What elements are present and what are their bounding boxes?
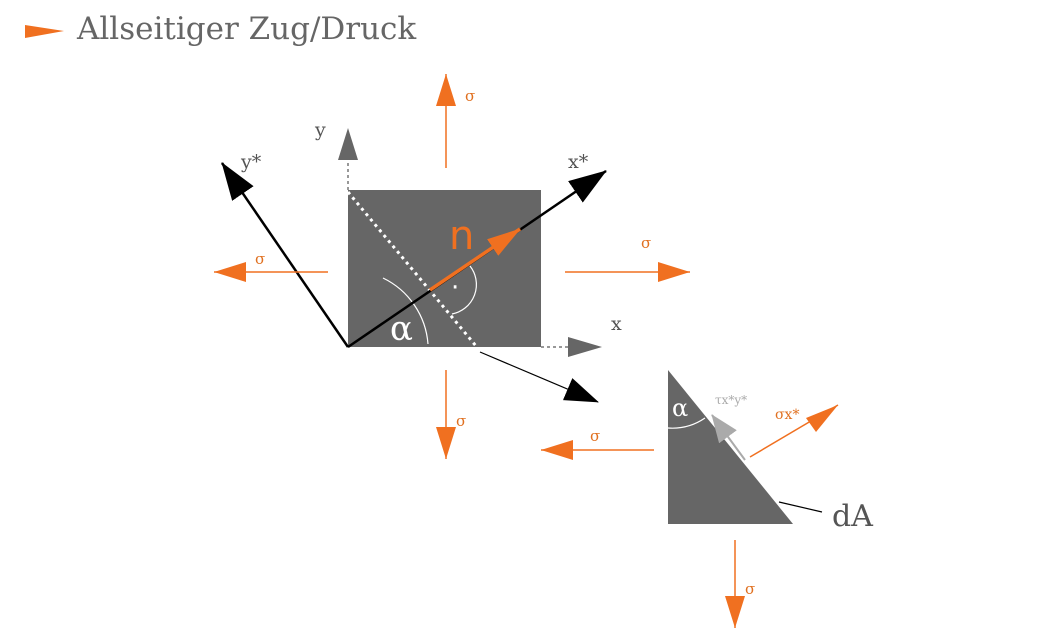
y-star-axis	[220, 162, 350, 348]
y-star-label: y*	[240, 151, 262, 173]
triangle-element	[668, 370, 793, 524]
y-axis-label: y	[314, 119, 326, 141]
area-label: dA	[832, 499, 873, 534]
sigma-right-label: σ	[641, 234, 651, 252]
stressed-block-group: y x α · x* y* n	[220, 119, 622, 357]
section-line	[346, 191, 478, 347]
shear-label: τx*y*	[715, 393, 747, 407]
right-angle-dot: ·	[451, 273, 459, 303]
header: Allseitiger Zug/Druck	[25, 11, 416, 47]
sigma-bottom-label: σ	[456, 412, 466, 430]
block-stress-arrows: σ σ σ σ	[214, 74, 690, 459]
element-sigma-left-arrowhead-icon	[541, 440, 573, 460]
shear-arrow	[711, 414, 746, 461]
sigma-bottom-arrowhead-icon	[436, 427, 456, 459]
sigma-right-arrowhead-icon	[658, 262, 690, 282]
connector-arrow	[479, 351, 599, 403]
x-axis-arrow-icon	[568, 337, 602, 357]
sigma-top-arrowhead-icon	[436, 74, 456, 106]
sigma-left-label: σ	[255, 250, 265, 268]
sigma-top-label: σ	[465, 87, 475, 105]
element-normal-stress-label: σx*	[775, 407, 799, 423]
alpha-arc	[382, 277, 429, 345]
right-angle-arc	[451, 265, 477, 315]
stressed-block	[348, 190, 541, 347]
normal-vector	[429, 227, 521, 292]
page-title: Allseitiger Zug/Druck	[76, 11, 416, 47]
alpha-label: α	[390, 309, 413, 349]
area-leader-line	[778, 501, 823, 513]
element-sigma-bottom-label: σ	[745, 580, 755, 598]
orange-arrow-bullet-icon	[25, 25, 64, 38]
x-star-label: x*	[568, 151, 589, 173]
x-axis-label: x	[611, 313, 622, 335]
element-alpha-arc	[667, 417, 706, 429]
y-axis-arrow-icon	[338, 128, 358, 160]
sigma-left-arrowhead-icon	[214, 262, 246, 282]
element-alpha-label: α	[672, 394, 688, 422]
element-sigma-left-label: σ	[590, 427, 600, 445]
normal-vector-label: n	[449, 213, 474, 259]
element-normal-stress-arrowhead-icon	[806, 405, 838, 432]
element-sigma-bottom-arrowhead-icon	[725, 596, 745, 628]
triangle-element-group: α τx*y* σx* σ σ dA	[541, 370, 873, 628]
